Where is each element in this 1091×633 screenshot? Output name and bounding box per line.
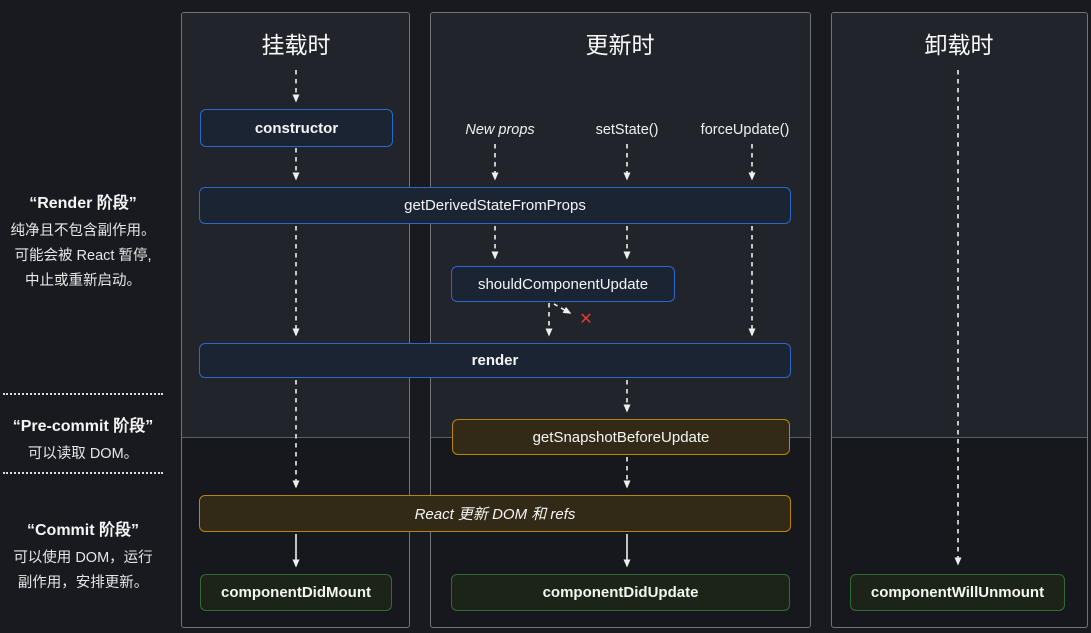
lifecycle-box-should-component-update[interactable]: shouldComponentUpdate [451,266,675,302]
column-title-mounting: 挂载时 [261,32,331,58]
lifecycle-box-get-snapshot-before-update[interactable]: getSnapshotBeforeUpdate [452,419,790,455]
lifecycle-box-component-will-unmount[interactable]: componentWillUnmount [850,574,1065,611]
trigger-force-update[interactable]: forceUpdate() [700,122,790,138]
column-mounting [181,12,410,628]
trigger-set-state[interactable]: setState() [595,122,659,138]
phase-desc-line: 可以读取 DOM。 [27,446,139,462]
skip-render-x-icon: ✕ [579,311,593,328]
phase-desc-line: 副作用，安排更新。 [17,575,149,591]
lifecycle-box-component-did-mount[interactable]: componentDidMount [200,574,392,611]
phase-desc-line: 可能会被 React 暂停, [14,248,152,264]
phase-desc-line: 可以使用 DOM，运行 [13,550,153,566]
column-unmounting [831,12,1088,628]
phase-label-precommit: “Pre-commit 阶段” 可以读取 DOM。 [0,416,166,467]
phase-desc-line: 纯净且不包含副作用。 [10,223,156,239]
phase-label-commit: “Commit 阶段” 可以使用 DOM，运行 副作用，安排更新。 [0,520,166,596]
render-phase-region [832,13,1087,438]
column-updating [430,12,811,628]
phase-label-render: “Render 阶段” 纯净且不包含副作用。 可能会被 React 暂停, 中止… [0,193,166,294]
lifecycle-box-render[interactable]: render [199,343,791,378]
phase-title-render: “Render 阶段” [29,195,137,212]
trigger-new-props: New props [465,122,535,138]
lifecycle-box-constructor[interactable]: constructor [200,109,393,147]
column-title-unmounting: 卸载时 [924,32,994,58]
sidebar-divider [3,472,163,474]
phase-title-precommit: “Pre-commit 阶段” [12,418,154,435]
react-updates-dom-box: React 更新 DOM 和 refs [199,495,791,532]
sidebar-divider [3,393,163,395]
phase-desc-line: 中止或重新启动。 [25,273,141,289]
column-title-updating: 更新时 [585,32,655,58]
phase-title-commit: “Commit 阶段” [26,522,139,539]
lifecycle-box-get-derived-state-from-props[interactable]: getDerivedStateFromProps [199,187,791,224]
lifecycle-box-component-did-update[interactable]: componentDidUpdate [451,574,790,611]
